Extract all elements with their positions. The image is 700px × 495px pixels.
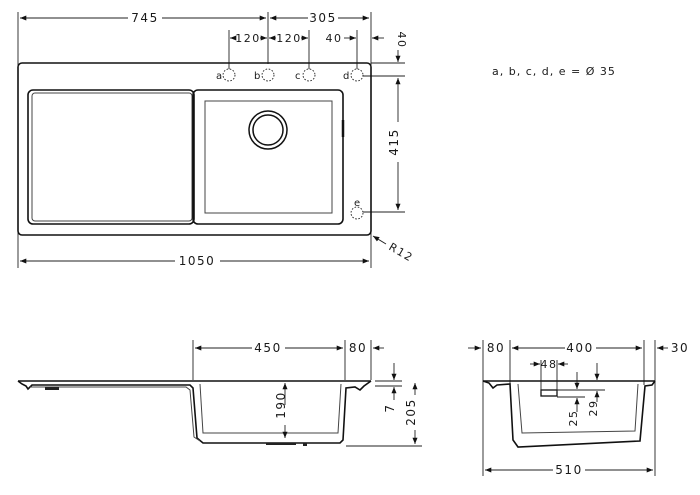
sink-outline [17, 62, 372, 236]
drain-icon [248, 110, 288, 150]
side-view: 450 80 190 7 205 [17, 340, 422, 447]
dim-25: 25 [567, 410, 580, 427]
hole-label-d: d [343, 71, 349, 82]
dim-510: 510 [555, 463, 582, 477]
dim-80-side: 80 [349, 341, 367, 355]
dim-40-hole-offset: 40 [326, 32, 343, 45]
tap-hole-a [222, 68, 236, 82]
dim-120-a: 120 [235, 32, 261, 45]
dim-450: 450 [254, 341, 281, 355]
top-view: 745 305 120 120 40 40 415 [17, 11, 616, 268]
dim-305: 305 [309, 11, 336, 25]
dim-7: 7 [383, 403, 397, 412]
dim-415: 415 [387, 128, 401, 155]
drainer-area [27, 89, 195, 225]
hole-diameter-legend: a, b, c, d, e = Ø 35 [492, 65, 616, 78]
tap-hole-c [302, 68, 316, 82]
dim-120-b: 120 [276, 32, 302, 45]
end-view: 80 400 30 48 25 29 510 [468, 340, 689, 477]
dim-190: 190 [274, 391, 288, 418]
dim-r12: R12 [387, 240, 416, 264]
bowl-inner [204, 100, 333, 214]
bowl-outline [192, 89, 344, 225]
dim-400: 400 [566, 341, 593, 355]
dim-48: 48 [541, 358, 558, 371]
hole-label-a: a [216, 71, 222, 82]
tap-hole-d [350, 68, 364, 82]
hole-label-c: c [295, 71, 301, 82]
dim-205: 205 [404, 398, 418, 425]
hole-label-e: e [354, 198, 360, 209]
hole-label-b: b [254, 71, 260, 82]
overflow-icon [540, 389, 558, 397]
dim-1050: 1050 [179, 254, 216, 268]
dim-80-end: 80 [487, 341, 505, 355]
tap-hole-e [350, 206, 364, 220]
tap-hole-b [261, 68, 275, 82]
dim-40-top-offset: 40 [395, 32, 408, 49]
dim-745: 745 [131, 11, 158, 25]
dim-29: 29 [587, 400, 600, 417]
dim-30: 30 [671, 341, 689, 355]
